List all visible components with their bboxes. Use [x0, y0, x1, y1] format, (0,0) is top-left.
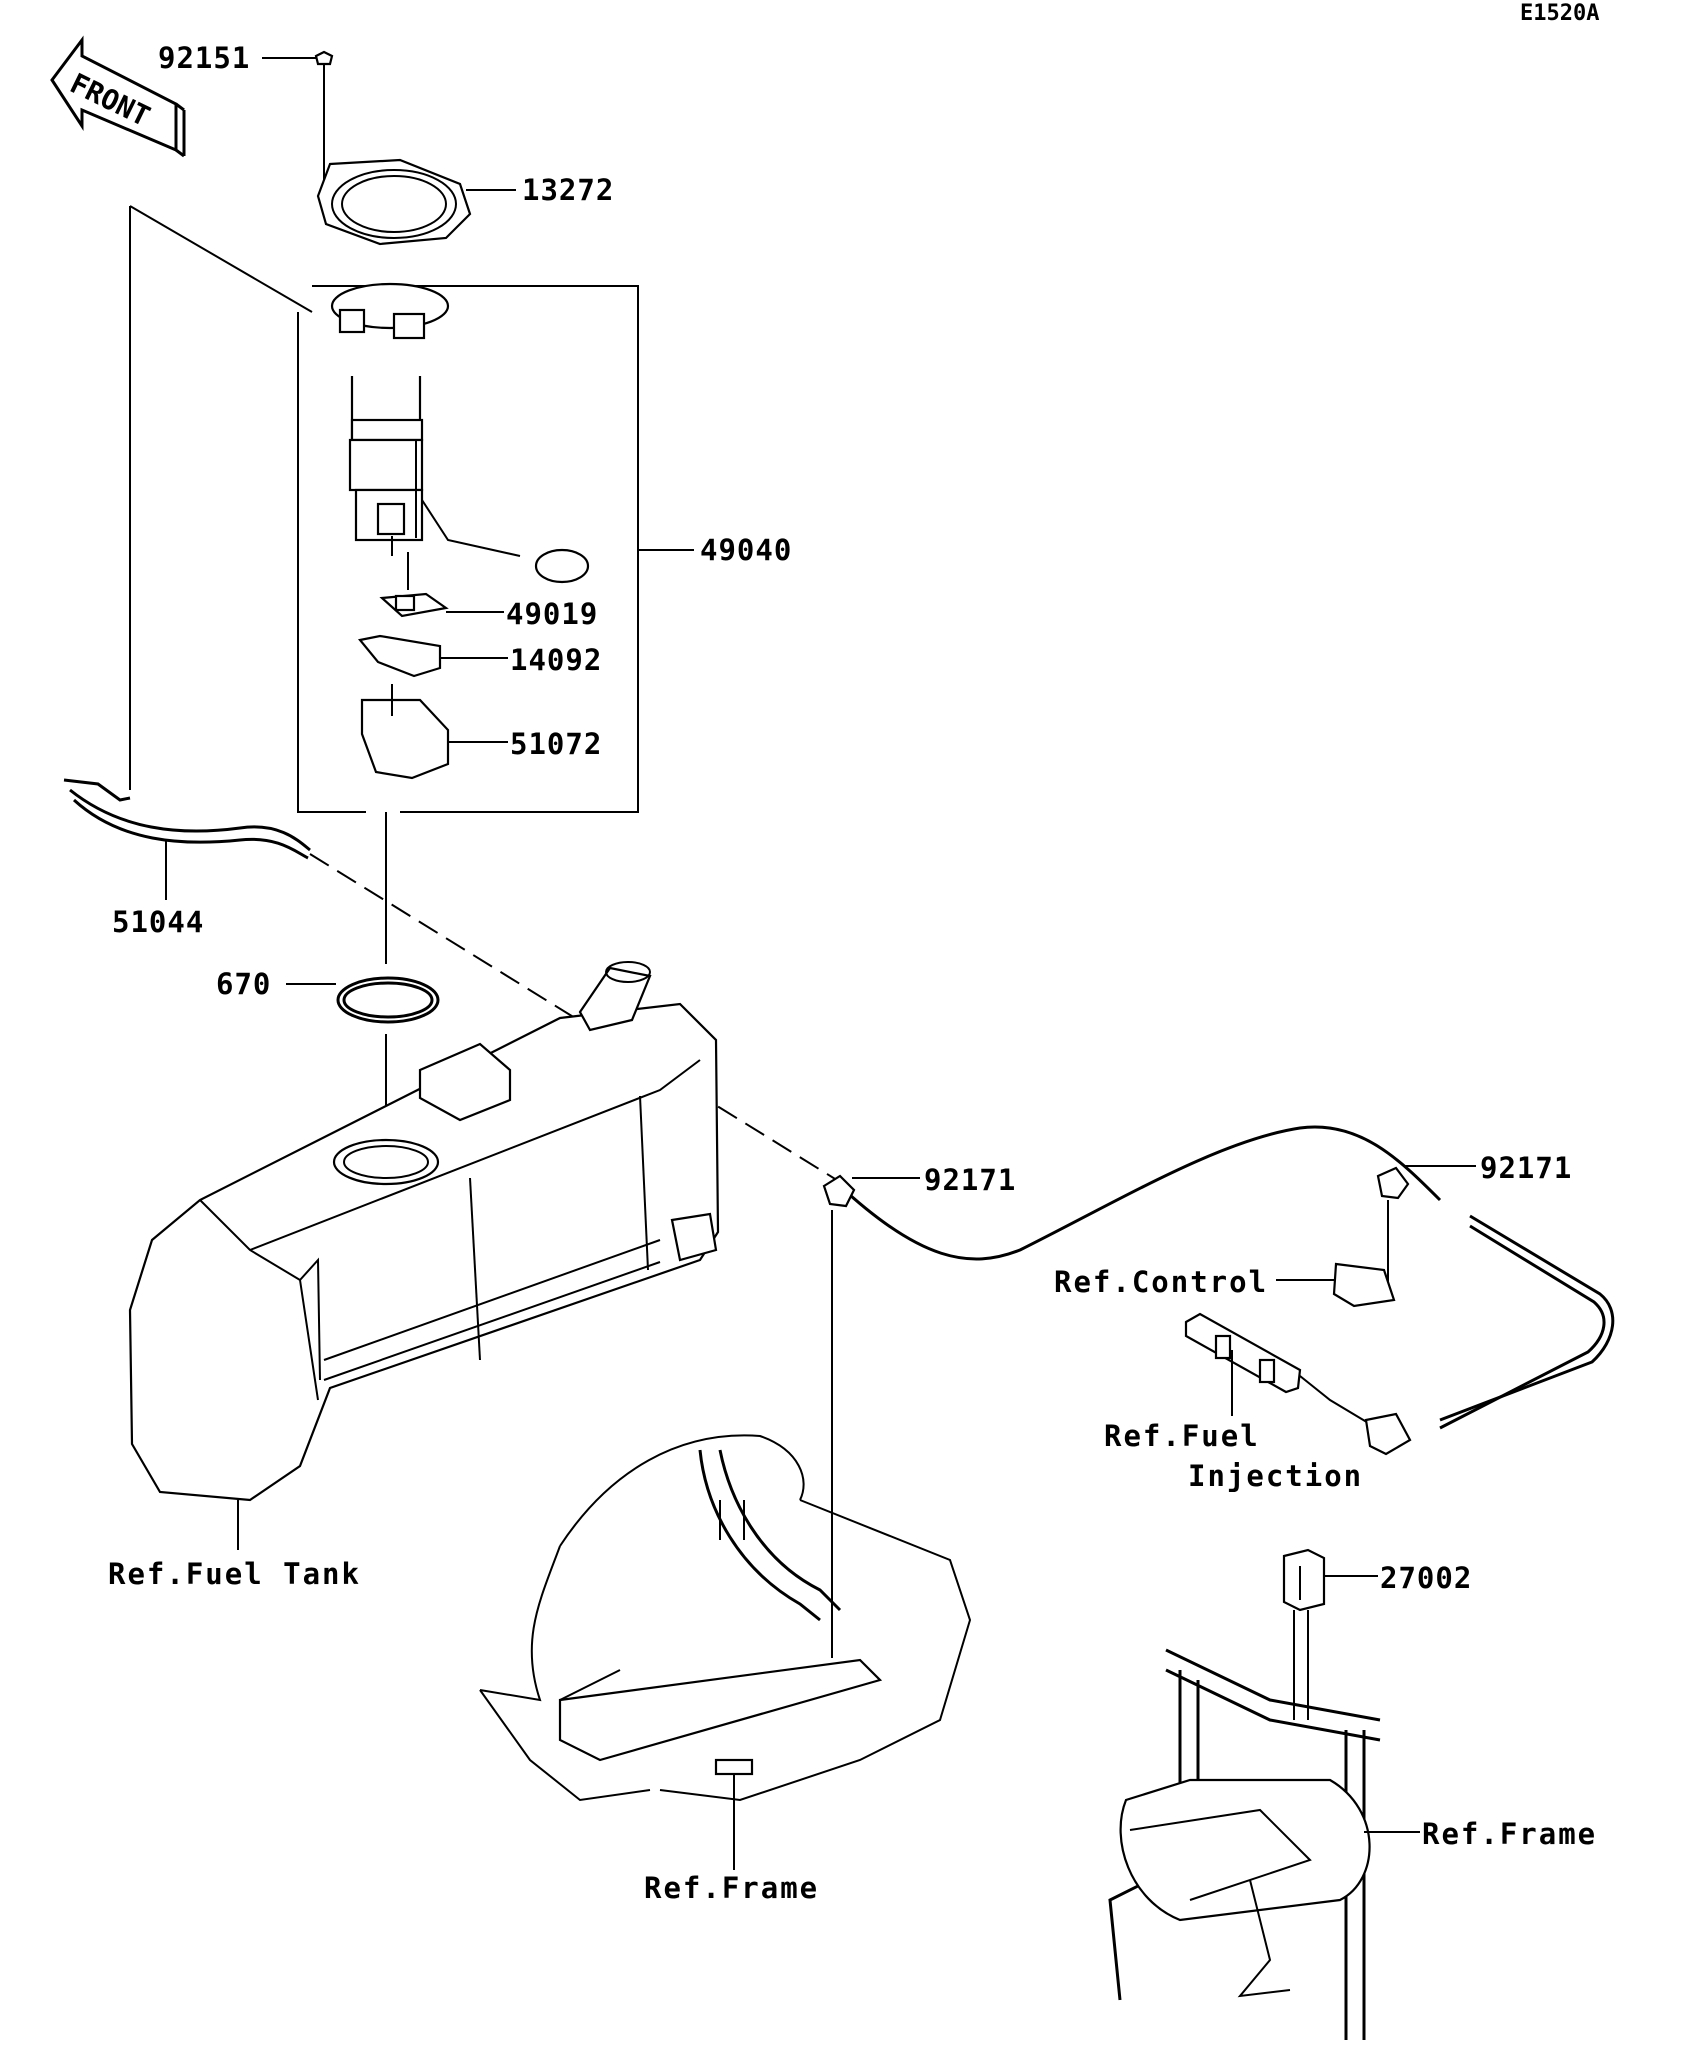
fuel-injection-rail — [1184, 1312, 1412, 1456]
ref-frame-right: Ref.Frame — [1422, 1817, 1597, 1851]
callout-92151: 92151 — [158, 41, 250, 75]
callout-670: 670 — [216, 967, 271, 1001]
diagram-code: E1520A — [1520, 1, 1599, 26]
ref-fuel-injection-line1: Ref.Fuel — [1104, 1419, 1260, 1453]
filter-49019 — [379, 592, 504, 618]
callout-92171-a: 92171 — [924, 1163, 1016, 1197]
cup-51072 — [360, 684, 508, 780]
relay-27002 — [1282, 1548, 1378, 1720]
bolt-92151 — [262, 50, 334, 182]
callout-49040: 49040 — [700, 533, 792, 567]
ref-control: Ref.Control — [1054, 1265, 1268, 1299]
frame-right — [1108, 1648, 1420, 2040]
callout-49019: 49019 — [506, 597, 598, 631]
clamp-92171-a — [822, 1174, 920, 1658]
callout-13272: 13272 — [522, 173, 614, 207]
hose-51044 — [63, 205, 313, 900]
fuel-tank — [128, 961, 720, 1550]
callout-27002: 27002 — [1380, 1561, 1472, 1595]
pump-assembly-frame — [297, 285, 694, 813]
control-bracket — [1276, 1262, 1396, 1308]
fuel-line — [309, 853, 1615, 1431]
ref-fuel-tank: Ref.Fuel Tank — [108, 1557, 361, 1591]
fuel-pump — [330, 282, 590, 590]
callout-51044: 51044 — [112, 905, 204, 939]
callout-51072: 51072 — [510, 727, 602, 761]
frame-center — [479, 1434, 972, 1870]
ref-frame-center: Ref.Frame — [644, 1871, 819, 1905]
bracket-14092 — [357, 634, 508, 678]
callout-92171-b: 92171 — [1480, 1151, 1572, 1185]
plate-13272 — [316, 158, 516, 246]
ref-fuel-injection-line2: Injection — [1188, 1459, 1363, 1493]
callout-14092: 14092 — [510, 643, 602, 677]
oring-670 — [286, 976, 440, 1024]
